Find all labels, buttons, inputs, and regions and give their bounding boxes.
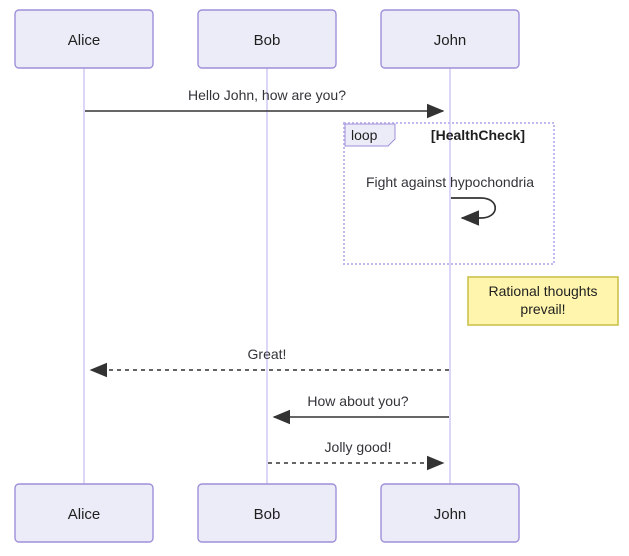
message-label-hello: Hello John, how are you? [188,87,346,103]
actor-top-bob-box [197,9,337,69]
note-box [467,276,619,326]
actor-top-john-box [380,9,520,69]
self-message-label: Fight against hypochondria [366,174,534,190]
actor-bottom-bob-box [197,483,337,543]
actor-bottom-john-box [380,483,520,543]
note-line-1: Rational thoughts [489,283,598,299]
note-line-2: prevail! [520,301,565,317]
messages: Hello John, how are you? Great! How abou… [85,87,449,471]
actor-bottom-alice-box [14,483,154,543]
message-label-jolly-good: Jolly good! [325,439,392,455]
actor-bottom-alice[interactable]: Alice [14,483,154,543]
actor-top-bob[interactable]: Bob [197,9,337,69]
actor-top-alice-label: Alice [68,32,101,49]
actor-bottom-john[interactable]: John [380,483,520,543]
actor-top-alice[interactable]: Alice [14,9,154,69]
note-rational-thoughts[interactable]: Rational thoughts prevail! [467,276,619,326]
message-label-great: Great! [248,346,287,362]
actor-top-alice-box [14,9,154,69]
actor-bottom-john-label: John [434,506,467,523]
actor-bottom-bob-label: Bob [254,506,281,523]
actor-bottom-alice-label: Alice [68,506,101,523]
loop-block-healthcheck[interactable]: loop [HealthCheck] Fight against hypocho… [343,122,555,265]
actor-top-bob-label: Bob [254,32,281,49]
actor-boxes-top: Alice Bob John [14,9,520,69]
message-label-how-about-you: How about you? [307,393,408,409]
actor-boxes-bottom: Alice Bob John [14,483,520,543]
actor-bottom-bob[interactable]: Bob [197,483,337,543]
self-message-arrow[interactable] [451,197,497,226]
loop-tab-label: loop [351,127,378,143]
loop-block-border [343,122,555,265]
actor-top-john[interactable]: John [380,9,520,69]
actor-top-john-label: John [434,32,467,49]
loop-tab-shape [344,123,396,147]
loop-block-title: [HealthCheck] [431,127,525,143]
lifelines [83,68,451,484]
